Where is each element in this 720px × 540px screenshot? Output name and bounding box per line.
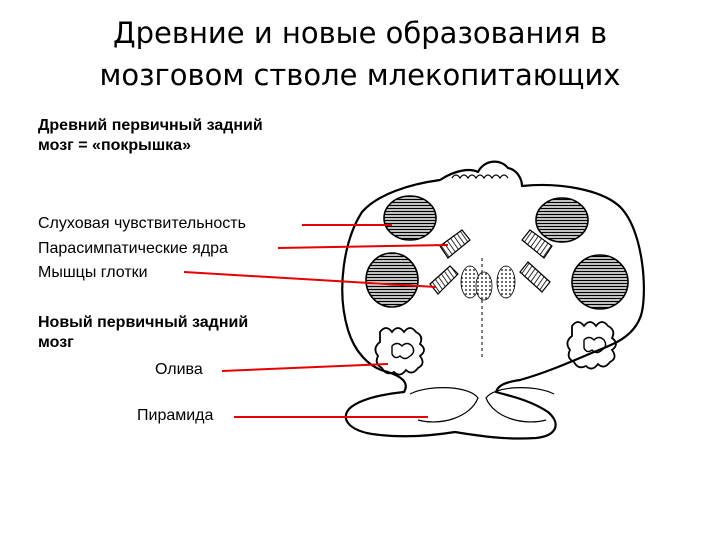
pharynx-nucleus-left	[429, 265, 459, 295]
pyramid-right	[485, 387, 555, 423]
title-line-2: мозговом стволе млекопитающих	[99, 58, 621, 92]
leader-parasympathetic	[277, 244, 449, 249]
leader-olive	[221, 363, 389, 372]
new-heading-line-1: Новый первичный задний	[38, 314, 249, 331]
parasympathetic-nucleus-left	[439, 229, 471, 259]
title-line-1: Древние и новые образования в	[112, 16, 608, 50]
label-auditory: Слуховая чувствительность	[38, 215, 246, 232]
new-section-heading: Новый первичный задний мозг	[38, 313, 248, 353]
parasympathetic-nucleus-right	[521, 229, 553, 259]
label-pyramid: Пирамида	[137, 407, 214, 424]
auditory-nucleus-left-upper	[383, 195, 437, 241]
medial-nucleus-center	[475, 271, 493, 301]
medial-nucleus-right	[496, 265, 516, 299]
auditory-nucleus-right-lower	[571, 254, 629, 310]
ancient-heading-line-2: мозг = «покрышка»	[38, 137, 191, 154]
new-heading-line-2: мозг	[38, 334, 74, 351]
olive-right-inner	[583, 336, 607, 354]
label-pharynx: Мышцы глотки	[38, 264, 148, 281]
olive-left	[374, 327, 425, 376]
auditory-nucleus-left-lower	[365, 252, 419, 308]
leader-pharynx	[183, 271, 437, 288]
ancient-section-heading: Древний первичный задний мозг = «покрышк…	[38, 116, 263, 156]
ancient-heading-line-1: Древний первичный задний	[38, 117, 263, 134]
pharynx-nucleus-right	[519, 261, 551, 293]
page-title: Древние и новые образования в мозговом с…	[0, 12, 720, 96]
pyramid-left	[409, 387, 479, 423]
label-parasympathetic: Парасимпатические ядра	[38, 240, 228, 257]
olive-left-inner	[391, 342, 415, 360]
dorsal-fringe	[451, 174, 509, 180]
olive-right	[566, 321, 617, 370]
auditory-nucleus-right-upper	[535, 197, 589, 243]
label-olive: Олива	[155, 361, 203, 378]
